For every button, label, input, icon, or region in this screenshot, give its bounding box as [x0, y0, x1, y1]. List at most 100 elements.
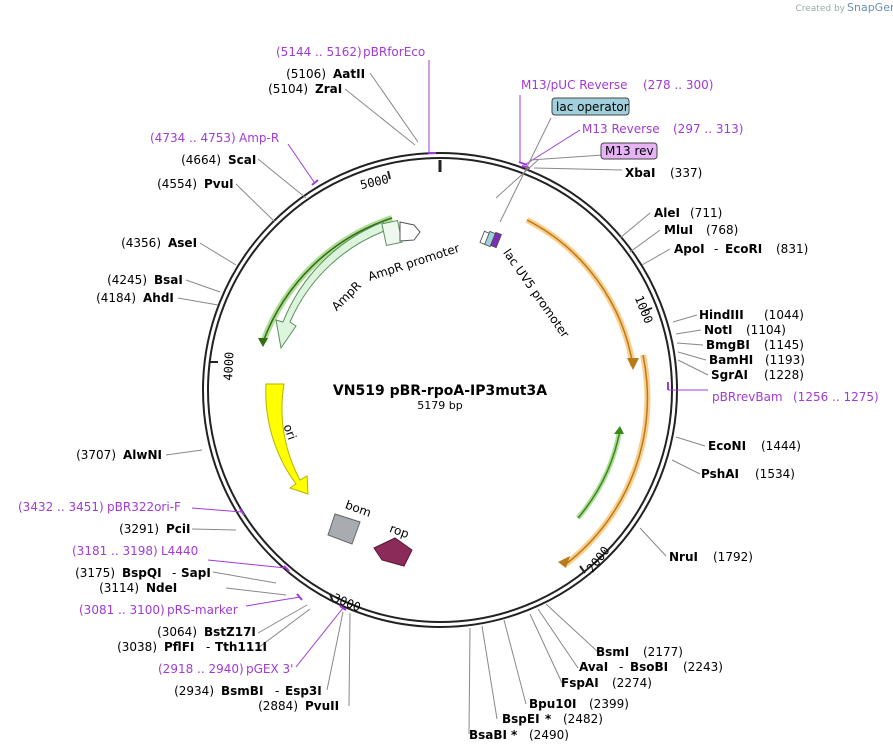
ampr-promoter-box[interactable] — [381, 219, 403, 247]
enzyme-zrai-pos: (5104) — [268, 82, 308, 96]
enzyme-econi[interactable]: EcoNI — [708, 439, 746, 453]
lac-promoter-cluster[interactable] — [479, 230, 502, 249]
rop-feature[interactable] — [373, 537, 413, 567]
leader-hindiii — [672, 314, 698, 323]
enzyme-bspqi[interactable]: BspQI — [122, 566, 162, 580]
enzyme-bsabi-pos: (2490) — [529, 728, 569, 742]
leader-lacop2 — [499, 117, 552, 223]
enzyme-asei[interactable]: AseI — [168, 236, 197, 250]
enzyme-bsai[interactable]: BsaI — [154, 273, 183, 287]
enzyme-pshai-pos: (1534) — [755, 467, 795, 481]
primer-m13rev-mark — [521, 165, 531, 169]
enzyme-zrai[interactable]: ZraI — [315, 82, 342, 96]
enzyme-noti-pos: (1104) — [746, 323, 786, 337]
leader-pshai — [671, 459, 701, 475]
prs-name: pRS-marker — [167, 603, 238, 617]
bom-feature[interactable] — [327, 513, 361, 545]
enzyme-noti[interactable]: NotI — [704, 323, 733, 337]
enzyme-fspai-pos: (2274) — [612, 676, 652, 690]
enzyme-nrui-pos: (1792) — [713, 550, 753, 564]
ampr-promoter-arrow[interactable] — [399, 221, 421, 242]
enzyme-pcii[interactable]: PciI — [166, 522, 191, 536]
pbr322ori-pos: (3432 .. 3451) — [18, 500, 104, 514]
ampr-feature[interactable] — [275, 221, 388, 350]
tick-2000-mark — [579, 565, 586, 574]
enzyme-pvui-pos: (4554) — [157, 177, 197, 191]
ori-feature[interactable] — [265, 383, 309, 495]
enzyme-bamhi[interactable]: BamHI — [709, 353, 753, 367]
enzyme-sapi[interactable]: SapI — [181, 566, 211, 580]
enzyme-ahdi[interactable]: AhdI — [143, 291, 174, 305]
enzyme-bsobi[interactable]: BsoBI — [630, 660, 668, 674]
leader-bpu10i — [503, 619, 527, 705]
leader-apoi — [641, 248, 671, 266]
enzyme-bstz17i[interactable]: BstZ17I — [204, 625, 256, 639]
ampr-promoter-label: AmpR promoter — [366, 241, 461, 284]
enzyme-bsabi[interactable]: BsaBI — [469, 728, 507, 742]
enzyme-bsobi-pos: (2243) — [683, 660, 723, 674]
tick-3000-mark — [329, 593, 334, 603]
enzyme-hindiii[interactable]: HindIII — [699, 308, 744, 322]
enzyme-xbai[interactable]: XbaI — [625, 166, 655, 180]
leader-bstz17i — [257, 604, 308, 634]
enzyme-bspei[interactable]: BspEI — [502, 712, 540, 726]
enzyme-pvui[interactable]: PvuI — [204, 177, 234, 191]
enzyme-ecori[interactable]: EcoRI — [725, 242, 762, 256]
enzyme-aatii[interactable]: AatII — [333, 67, 365, 81]
m13puc-name: M13/pUC Reverse — [521, 78, 628, 92]
enzyme-scai[interactable]: ScaI — [228, 153, 256, 167]
leader-pflfi — [257, 608, 311, 649]
insert-arc-top-line — [526, 219, 634, 367]
enzyme-alwni[interactable]: AlwNI — [123, 448, 162, 462]
primer-l4440-mark — [283, 565, 290, 572]
enzyme-ecori-pos: (831) — [776, 242, 808, 256]
tick-5000: 5000 — [359, 172, 390, 192]
tick-5000-mark — [387, 170, 391, 180]
enzyme-mlui[interactable]: MluI — [664, 223, 693, 237]
enzyme-alwni-pos: (3707) — [76, 448, 116, 462]
lac-operator-box[interactable] — [551, 97, 630, 116]
enzyme-pflfi[interactable]: PflFI — [164, 640, 194, 654]
insert-arc-top-arrow — [627, 358, 639, 370]
primer-m13puc-mark — [518, 161, 528, 166]
m13-rev-mini — [490, 231, 502, 249]
ampr-green-arrow — [258, 338, 268, 347]
pbr322ori-name: pBR322ori-F — [107, 500, 181, 514]
enzyme-avai[interactable]: AvaI — [579, 660, 608, 674]
pbrrevbam-pos: (1256 .. 1275) — [793, 390, 879, 404]
enzyme-ndei[interactable]: NdeI — [146, 581, 177, 595]
enzyme-pvuii[interactable]: PvuII — [305, 699, 339, 713]
enzyme-apoi[interactable]: ApoI — [674, 242, 705, 256]
enzyme-pshai[interactable]: PshAI — [701, 467, 739, 481]
pgex-name: pGEX 3' — [246, 662, 293, 676]
m13-rev-box[interactable] — [600, 142, 658, 160]
pgex-pos: (2918 .. 2940) — [158, 662, 244, 676]
enzyme-bmgbi[interactable]: BmgBI — [706, 338, 750, 352]
pbrforeco-pos: (5144 .. 5162) — [276, 45, 362, 59]
leader-prs — [245, 596, 301, 607]
enzyme-sgrai[interactable]: SgrAI — [711, 368, 748, 382]
leader-alei — [619, 212, 651, 239]
enzyme-nrui[interactable]: NruI — [669, 550, 698, 564]
leader-alwni — [165, 449, 203, 456]
enzyme-alei[interactable]: AleI — [654, 206, 680, 220]
enzyme-ndei-pos: (3114) — [99, 581, 139, 595]
enzyme-bsmi[interactable]: BsmI — [596, 645, 629, 659]
enzyme-asei-pos: (4356) — [121, 236, 161, 250]
snapgene-logo: SnapGene — [847, 1, 893, 14]
enzyme-esp3i[interactable]: Esp3I — [285, 684, 322, 698]
leader-pbr322ori — [191, 507, 243, 513]
enzyme-ahdi-pos: (4184) — [96, 291, 136, 305]
enzyme-pvuii-pos: (2884) — [258, 699, 298, 713]
enzyme-pflfi-sep: - — [206, 640, 210, 654]
enzyme-bpu10i[interactable]: Bpu10I — [529, 697, 576, 711]
leader-asei — [199, 242, 237, 266]
enzyme-tth111i[interactable]: Tth111I — [215, 640, 267, 654]
tick-3000: 3000 — [331, 591, 363, 615]
enzyme-fspai[interactable]: FspAI — [561, 676, 599, 690]
leader-bamhi — [677, 351, 707, 361]
leader-bmgbi — [676, 342, 704, 346]
m13rev-primer-name: M13 Reverse — [582, 122, 660, 136]
enzyme-bsmbi[interactable]: BsmBI — [221, 684, 263, 698]
inner-green-arc — [576, 429, 623, 520]
